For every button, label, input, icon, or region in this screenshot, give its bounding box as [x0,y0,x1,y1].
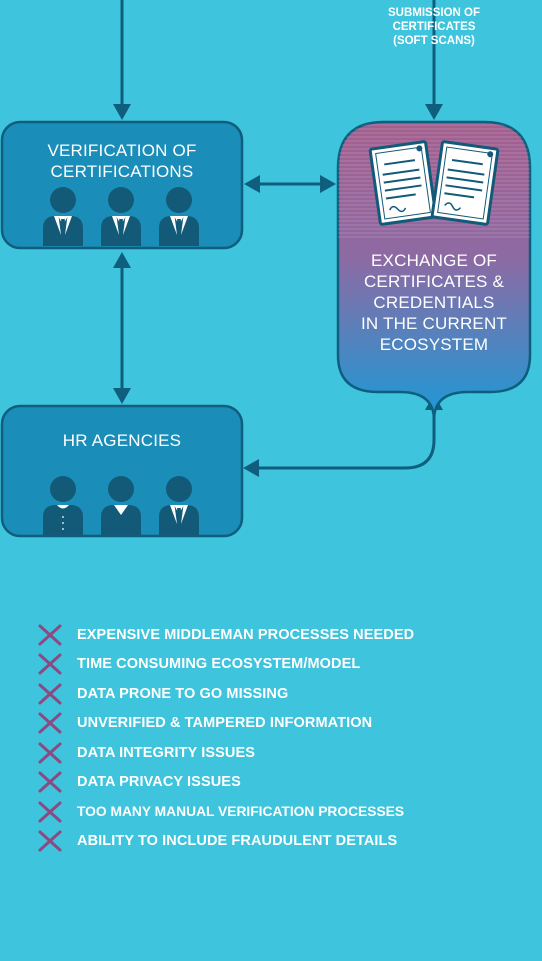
issue-text: UNVERIFIED & TAMPERED INFORMATION [77,715,373,732]
issue-item: DATA PRONE TO GO MISSING [36,679,414,709]
issue-item: TIME CONSUMING ECOSYSTEM/MODEL [36,650,414,680]
line-hr-to-exchange [255,406,436,470]
exchange-label: EXCHANGE OF CERTIFICATES & CREDENTIALS I… [360,251,508,354]
x-mark-icon [38,830,62,852]
connector-lines [120,0,436,470]
x-mark-icon [38,624,62,646]
arrowhead-down-verification [113,104,131,120]
certificates-icon [368,140,500,226]
x-mark-icon [38,742,62,764]
hr-agencies-label: HR AGENCIES [62,431,182,450]
arrowhead-down-hr [113,388,131,404]
hr-agencies-box [0,404,244,538]
x-mark-icon [38,771,62,793]
issue-item: EXPENSIVE MIDDLEMAN PROCESSES NEEDED [36,620,414,650]
issue-text: DATA PRIVACY ISSUES [77,774,241,791]
issue-item: UNVERIFIED & TAMPERED INFORMATION [36,709,414,739]
issue-text: TIME CONSUMING ECOSYSTEM/MODEL [77,656,361,673]
issue-text: ABILITY TO INCLUDE FRAUDULENT DETAILS [77,833,398,850]
submission-label: SUBMISSION OF CERTIFICATES (SOFT SCANS) [387,7,480,47]
x-mark-icon [38,712,62,734]
issue-text: DATA INTEGRITY ISSUES [77,744,255,761]
issue-text: EXPENSIVE MIDDLEMAN PROCESSES NEEDED [77,626,415,643]
issue-item: DATA INTEGRITY ISSUES [36,738,414,768]
hr-people-icon [43,476,199,535]
x-mark-icon [38,653,62,675]
issue-item: TOO MANY MANUAL VERIFICATION PROCESSES [36,797,414,827]
issue-text: TOO MANY MANUAL VERIFICATION PROCESSES [77,804,405,820]
arrowhead-left-verification [244,175,260,193]
arrowhead-down-exchange [425,104,443,120]
arrowhead-up-verification [113,252,131,268]
issue-item: DATA PRIVACY ISSUES [36,768,414,798]
verification-label: VERIFICATION OF CERTIFICATIONS [47,141,197,181]
issues-list: EXPENSIVE MIDDLEMAN PROCESSES NEEDED TIM… [36,620,414,856]
issue-text: DATA PRONE TO GO MISSING [77,685,289,702]
arrowhead-left-hr [243,459,259,477]
arrowhead-right-exchange [320,175,336,193]
arrow-heads [113,104,443,477]
issue-item: ABILITY TO INCLUDE FRAUDULENT DETAILS [36,827,414,857]
x-mark-icon [38,801,62,823]
exchange-texture [338,122,530,240]
x-mark-icon [38,683,62,705]
verification-people-icon [43,187,199,246]
